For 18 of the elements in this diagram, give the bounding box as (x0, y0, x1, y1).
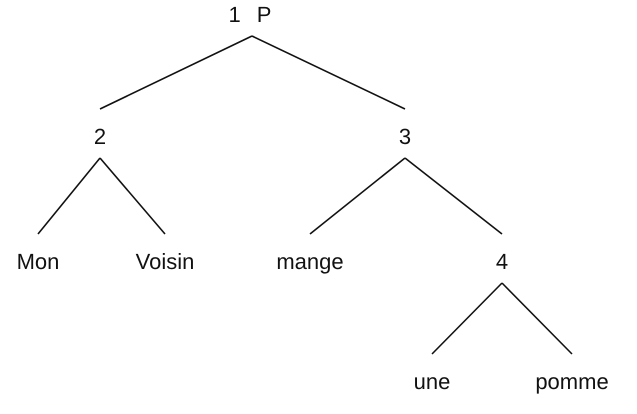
tree-branch (99, 157, 166, 235)
tree-branch (431, 282, 503, 355)
node-label: 2 (94, 124, 106, 150)
node-label: 1 (228, 2, 241, 28)
tree-branch (310, 157, 406, 235)
node-label: Mon (16, 249, 60, 275)
node-label: 4 (496, 249, 508, 275)
node-label: mange (276, 249, 344, 275)
tree-branch (37, 158, 101, 234)
node-label: une (414, 369, 450, 395)
node-label: pomme (535, 369, 609, 395)
node-label: Voisin (136, 249, 194, 275)
tree-branch (404, 157, 502, 235)
tree-branch (501, 282, 573, 355)
node-label: P (256, 2, 272, 28)
tree-branch (252, 35, 406, 110)
node-label: 3 (398, 124, 412, 150)
tree-branch (100, 35, 252, 110)
